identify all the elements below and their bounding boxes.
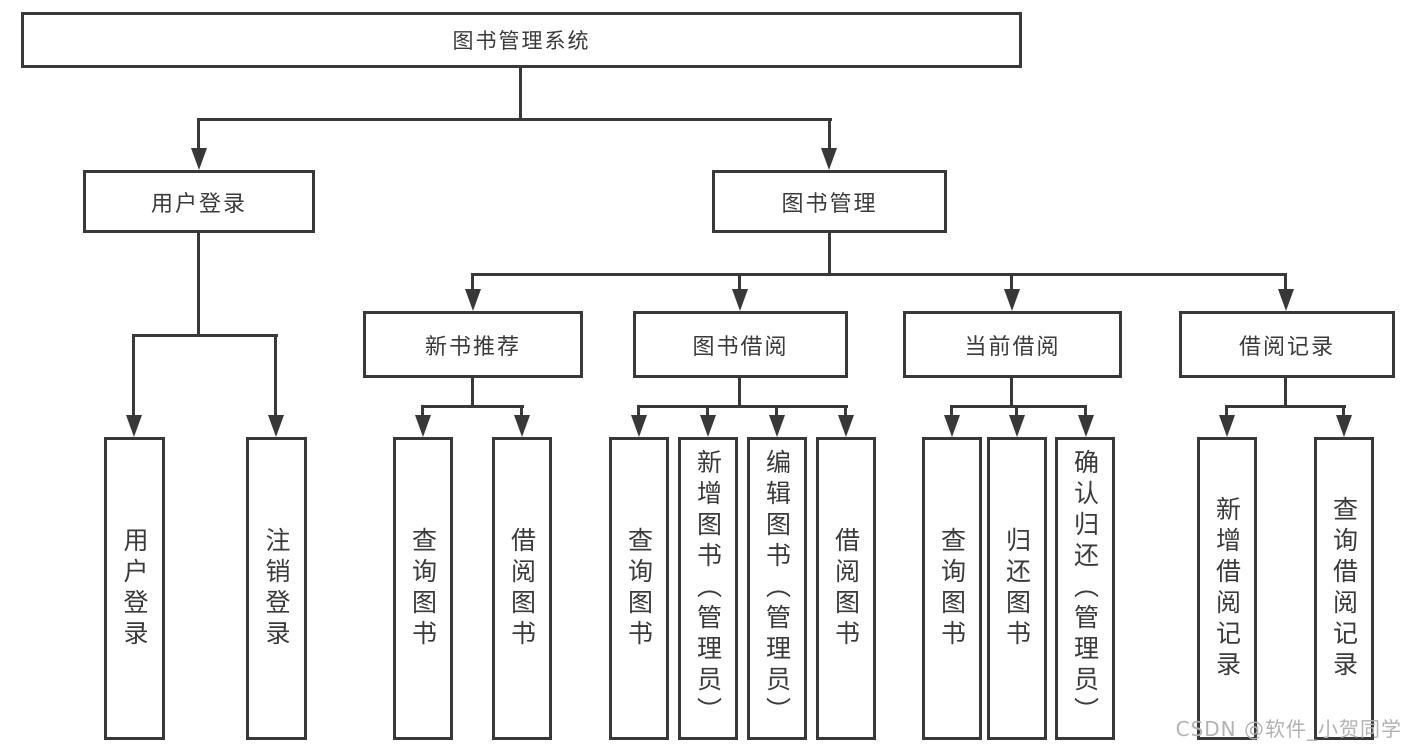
node-current-borrowing: 当前借阅 [903,311,1122,378]
node-label: 新书推荐 [424,334,521,360]
arrow-down-icon [1078,415,1094,437]
connector-line [775,405,778,419]
connector-line [1225,405,1346,408]
leaf-edit-book-admin: 编辑图书（管理员） [747,437,807,740]
leaf-borrow-books-recommend: 借阅图书 [492,437,552,740]
leaf-label: 查询图书 [408,526,438,651]
leaf-logout: 注销登录 [246,437,307,740]
leaf-label: 确认归还（管理员） [1070,449,1100,728]
node-label: 当前借阅 [964,334,1061,360]
leaf-label: 查询借阅记录 [1329,495,1359,682]
connector-line [1010,378,1013,405]
connector-line [197,118,832,121]
connector-line [421,405,424,419]
leaf-label: 新增图书（管理员） [693,449,723,728]
arrow-down-icon [631,415,647,437]
arrow-down-icon [514,415,530,437]
leaf-query-books-recommend: 查询图书 [393,437,453,740]
arrow-down-icon [268,415,284,437]
leaf-label: 查询图书 [624,526,654,651]
connector-line [1284,378,1287,405]
node-book-borrowing: 图书借阅 [633,311,848,378]
connector-line [738,273,741,293]
leaf-label: 归还图书 [1002,526,1032,651]
connector-line [197,118,200,152]
connector-line [132,334,278,337]
leaf-borrow-books: 借阅图书 [816,437,876,740]
connector-line [421,405,524,408]
connector-line [738,378,741,405]
leaf-query-books-current: 查询图书 [922,437,982,740]
leaf-confirm-return-admin: 确认归还（管理员） [1055,437,1115,740]
csdn-watermark: CSDN @软件_小贺同学 [1175,717,1402,741]
connector-line [520,405,523,419]
arrow-down-icon [415,415,431,437]
arrow-down-icon [700,415,716,437]
arrow-down-icon [191,148,207,170]
connector-line [1342,405,1345,419]
node-book-management: 图书管理 [712,170,947,233]
connector-line [844,405,847,419]
leaf-query-books-borrowing: 查询图书 [609,437,669,740]
leaf-label: 查询图书 [937,526,967,651]
connector-line [828,233,831,273]
arrow-down-icon [732,289,748,311]
node-user-login: 用户登录 [83,170,315,233]
connector-line [950,405,1087,408]
connector-line [471,378,474,405]
arrow-down-icon [769,415,785,437]
connector-line [637,405,848,408]
connector-line [471,273,474,293]
connector-line [274,334,277,418]
node-label: 图书借阅 [692,334,789,360]
leaf-user-login: 用户登录 [104,437,165,740]
node-label: 用户登录 [150,191,247,217]
connector-line [828,118,831,152]
connector-line [1010,273,1013,293]
arrow-down-icon [1009,415,1025,437]
arrow-down-icon [1278,289,1294,311]
leaf-label: 新增借阅记录 [1212,495,1242,682]
node-label: 图书管理系统 [452,29,591,53]
node-label: 借阅记录 [1238,334,1335,360]
arrow-down-icon [465,289,481,311]
connector-line [471,273,1287,276]
connector-line [197,233,200,334]
leaf-label: 用户登录 [120,526,149,651]
leaf-add-book-admin: 新增图书（管理员） [678,437,738,740]
arrow-down-icon [1336,415,1352,437]
connector-line [1084,405,1087,419]
connector-line [1015,405,1018,419]
arrow-down-icon [126,415,142,437]
leaf-query-borrow-record: 查询借阅记录 [1314,437,1374,740]
connector-line [1225,405,1228,419]
node-borrowing-records: 借阅记录 [1179,311,1395,378]
leaf-label: 借阅图书 [507,526,537,651]
node-label: 图书管理 [781,191,878,217]
connector-line [706,405,709,419]
arrow-down-icon [1004,289,1020,311]
connector-line [519,68,522,119]
connector-line [1284,273,1287,293]
connector-line [950,405,953,419]
arrow-down-icon [944,415,960,437]
connector-line [637,405,640,419]
leaf-label: 编辑图书（管理员） [762,449,792,728]
leaf-add-borrow-record: 新增借阅记录 [1197,437,1257,740]
node-library-management-system: 图书管理系统 [21,12,1022,68]
leaf-return-books: 归还图书 [987,437,1047,740]
node-new-book-recommendation: 新书推荐 [363,311,583,378]
connector-line [132,334,135,418]
arrow-down-icon [838,415,854,437]
leaf-label: 注销登录 [262,526,291,651]
leaf-label: 借阅图书 [831,526,861,651]
arrow-down-icon [821,148,837,170]
arrow-down-icon [1219,415,1235,437]
